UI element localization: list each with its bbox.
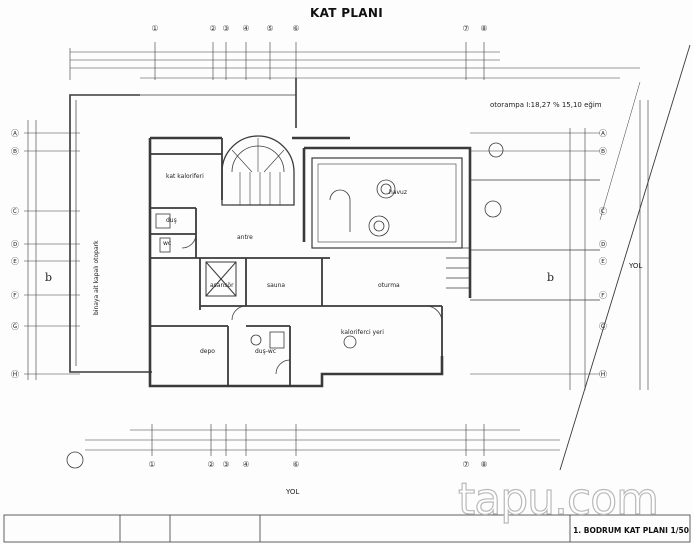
grid-col-2-bottom: ② — [207, 460, 214, 469]
room-label-havuz: havuz — [389, 189, 407, 196]
grid-col-2-top: ② — [209, 24, 216, 33]
grid-col-3-bottom: ③ — [222, 460, 229, 469]
property-line-secondary — [599, 81, 641, 221]
grid-row-d-right: Ⓓ — [599, 240, 607, 249]
grid-columns-top: ① ② ③ ④ ⑤ ⑥ ⑦ ⑧ — [151, 24, 487, 33]
plumbing-fixtures — [155, 213, 357, 349]
elevator-shaft — [205, 261, 237, 297]
grid-col-4-bottom: ④ — [242, 460, 249, 469]
room-label-dus-wc: duş-wc — [255, 348, 276, 355]
grid-col-1-bottom: ① — [148, 460, 155, 469]
watermark-logo: tapu.com — [457, 473, 659, 525]
grid-rows-right: Ⓐ Ⓑ Ⓒ Ⓓ Ⓔ Ⓕ Ⓖ Ⓗ — [599, 129, 607, 379]
grid-row-h-right: Ⓗ — [599, 370, 607, 379]
pool — [311, 157, 463, 249]
top-dimension-lines — [69, 42, 640, 80]
room-label-kat-kaloriferi: kat kaloriferi — [166, 173, 204, 180]
grid-row-b-left: Ⓑ — [11, 147, 19, 156]
parking-annotation: binaya ait kapalı otopark — [93, 240, 100, 315]
page-title: KAT PLANI — [310, 6, 383, 20]
grid-col-5-top: ⑤ — [266, 24, 273, 33]
grid-row-h-left: Ⓗ — [11, 370, 19, 379]
grid-row-f-right: Ⓕ — [599, 291, 607, 300]
grid-row-a-right: Ⓐ — [599, 129, 607, 138]
room-label-sauna: sauna — [267, 282, 285, 289]
grid-row-b-right: Ⓑ — [599, 147, 607, 156]
road-label-right: YOL — [628, 262, 642, 270]
grid-col-8-top: ⑧ — [480, 24, 487, 33]
grid-row-f-left: Ⓕ — [11, 291, 19, 300]
spiral-staircase — [221, 135, 295, 206]
plant-decoration — [66, 142, 504, 469]
room-label-wc: wc — [163, 240, 171, 247]
door-swings — [181, 233, 443, 375]
interior-walls — [150, 138, 443, 386]
ramp-annotation: otorampa I:18,27 % 15,10 eğim — [490, 101, 602, 109]
parking-enclosure — [69, 78, 297, 373]
grid-col-6-bottom: ⑥ — [292, 460, 299, 469]
grid-columns-bottom: ① ② ③ ④ ⑥ ⑦ ⑧ — [148, 460, 487, 469]
grid-col-1-top: ① — [151, 24, 158, 33]
grid-rows-left: Ⓐ Ⓑ Ⓒ Ⓓ Ⓔ Ⓕ Ⓖ Ⓗ — [11, 129, 19, 379]
room-label-kaloriferci-yeri: kaloriferci yeri — [341, 329, 384, 336]
section-marker-right: b — [547, 271, 554, 284]
title-block-frame — [3, 514, 691, 543]
grid-row-a-left: Ⓐ — [11, 129, 19, 138]
right-dimension-lines — [470, 100, 649, 390]
grid-col-4-top: ④ — [242, 24, 249, 33]
grid-col-6-top: ⑥ — [292, 24, 299, 33]
grid-col-8-bottom: ⑧ — [480, 460, 487, 469]
property-line — [559, 44, 691, 471]
grid-row-c-right: Ⓒ — [599, 207, 607, 216]
grid-row-d-left: Ⓓ — [11, 240, 19, 249]
room-label-asansor: asansör — [210, 282, 234, 289]
grid-row-e-right: Ⓔ — [599, 257, 607, 266]
road-label-bottom: YOL — [285, 488, 299, 496]
left-dimension-lines — [24, 120, 80, 380]
exterior-steps — [446, 179, 600, 301]
room-label-antre: antre — [237, 234, 253, 241]
drawing-title-label: 1. BODRUM KAT PLANI 1/50 — [573, 526, 689, 535]
bottom-dimension-lines — [85, 424, 560, 456]
section-marker-left: b — [45, 271, 52, 284]
room-label-oturma: oturma — [378, 282, 400, 289]
grid-row-e-left: Ⓔ — [11, 257, 19, 266]
room-label-depo: depo — [200, 348, 215, 355]
building-walls — [148, 136, 472, 388]
grid-row-c-left: Ⓒ — [11, 207, 19, 216]
grid-col-7-bottom: ⑦ — [462, 460, 469, 469]
grid-row-g-right: Ⓖ — [599, 322, 607, 331]
grid-row-g-left: Ⓖ — [11, 322, 19, 331]
grid-col-3-top: ③ — [222, 24, 229, 33]
room-label-dus: duş — [166, 217, 177, 224]
grid-col-7-top: ⑦ — [462, 24, 469, 33]
